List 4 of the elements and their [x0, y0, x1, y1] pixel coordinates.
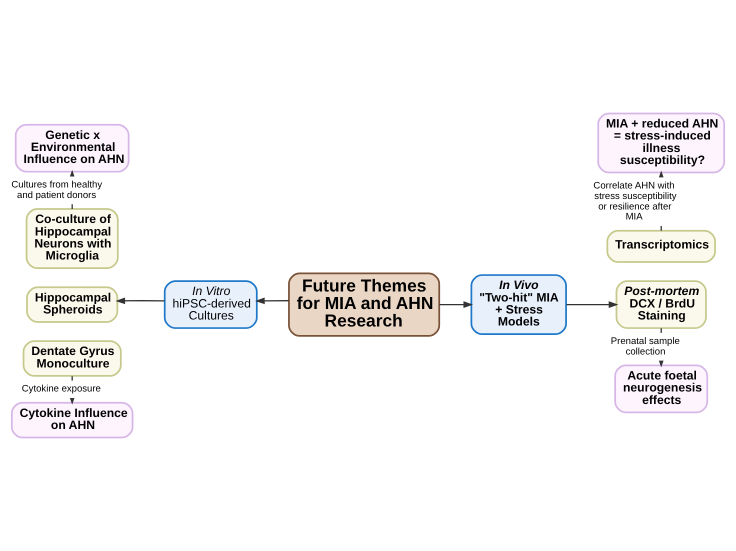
edge-label: Correlate AHN with stress susceptibility or resilience after MIA — [593, 180, 677, 223]
edge-label: Prenatal sample collection — [610, 336, 680, 358]
edge-label: Cultures from healthy and patient donors — [11, 180, 102, 202]
edge-label: Cytokine exposure — [22, 384, 101, 395]
